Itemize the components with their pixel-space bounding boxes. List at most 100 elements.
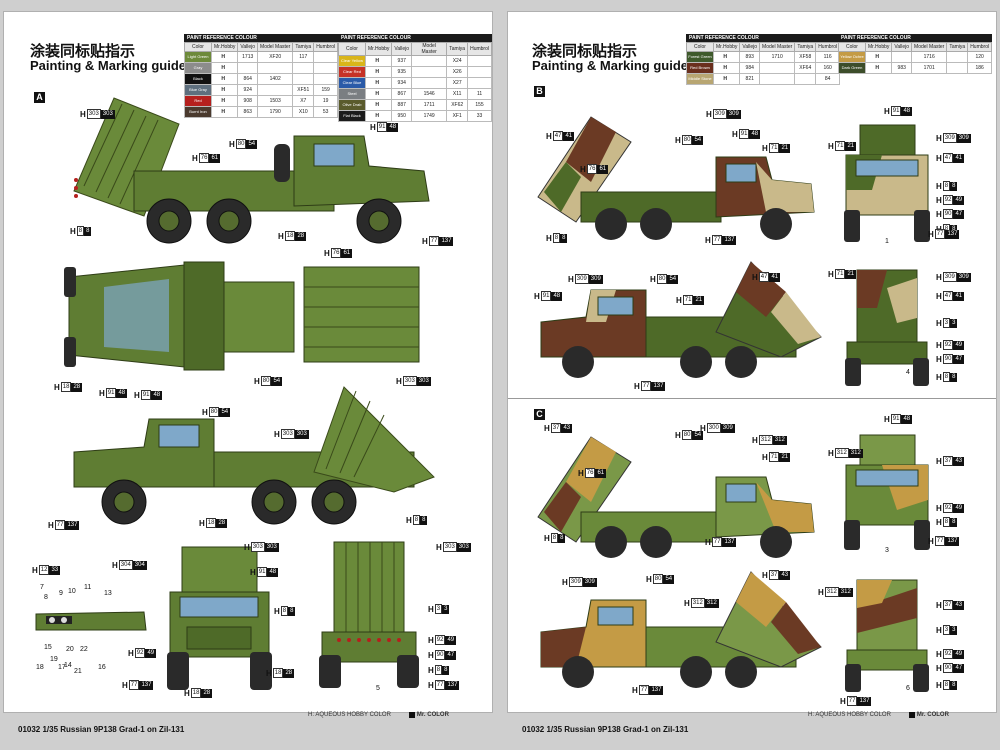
paint-cell-vallejo: 983: [891, 62, 913, 74]
paint-column-header: Tamiya: [446, 42, 469, 56]
paint-cell-tamiya: XF1: [446, 110, 469, 122]
paint-cell-master: XF20: [257, 51, 294, 63]
number-label: 1: [885, 238, 889, 245]
paint-cell-humbrol: 155: [467, 99, 492, 111]
paint-swatch-cell: Clear Yellow: [338, 55, 366, 67]
dash-number: 20: [66, 646, 74, 653]
number-label: 3: [885, 547, 889, 554]
paint-cell-mrhobby: H: [364, 77, 393, 89]
paint-column-header: Color: [838, 42, 866, 52]
mr-color-icon: [908, 712, 915, 718]
title-en: Painting & Marking guide: [532, 58, 689, 73]
paint-cell-mrhobby: H: [210, 73, 239, 85]
truck-rear-b: [845, 269, 929, 386]
paint-cell-humbrol: 53: [313, 106, 339, 118]
dash-number: 21: [74, 668, 82, 675]
paint-swatch: Flat Black: [339, 111, 365, 121]
paint-swatch: Red: [185, 96, 211, 106]
paint-cell-mrhobby: H: [364, 55, 393, 67]
paint-cell-humbrol: [467, 55, 492, 67]
truck-rear-c: [845, 579, 929, 692]
paint-cell-mrhobby: H: [364, 66, 393, 78]
dashboard-panel: [35, 611, 147, 631]
cab-window: [313, 143, 355, 167]
paint-column-header: Model Master: [411, 42, 448, 56]
paint-swatch-cell: Blue Gray: [184, 84, 212, 96]
legend-mr: Mr. COLOR: [408, 712, 449, 718]
paint-cell-vallejo: 1713: [237, 51, 259, 63]
paint-cell-humbrol: 159: [313, 84, 339, 96]
paint-swatch: Middle Stone: [687, 74, 713, 84]
paint-table-caption: PAINT REFERENCE COLOUR: [184, 34, 339, 42]
truck-side-c1: [537, 436, 815, 558]
paint-swatch-cell: Gray: [184, 62, 212, 74]
paint-swatch: Forest Green: [687, 52, 713, 62]
truck-rear-view-a: [319, 541, 419, 688]
paint-swatch: Clear Yellow: [339, 56, 365, 66]
paint-column-header: Humbrol: [313, 42, 339, 52]
paint-swatch: Black: [185, 74, 211, 84]
dash-number: 19: [50, 656, 58, 663]
paint-column-header: Model Master: [911, 42, 948, 52]
paint-cell-mrhobby: H: [712, 62, 741, 74]
truck-side-c2: [540, 571, 822, 688]
paint-cell-master: 1701: [911, 62, 948, 74]
paint-swatch: Dark Green: [839, 63, 865, 73]
paint-cell-tamiya: XF62: [446, 99, 469, 111]
paint-swatch: Red Brown: [687, 63, 713, 73]
legend-mr: Mr. COLOR: [908, 712, 949, 718]
dash-number: 10: [68, 588, 76, 595]
paint-cell-tamiya: X11: [446, 88, 469, 100]
paint-cell-humbrol: [313, 51, 339, 63]
paint-cell-humbrol: [313, 73, 339, 85]
paint-swatch-cell: Flat Black: [338, 110, 366, 122]
truck-top-view-a: [64, 261, 420, 371]
paint-column-header: Vallejo: [739, 42, 761, 52]
paint-swatch: Gray: [185, 63, 211, 73]
section-tag-a: A: [34, 92, 45, 103]
paint-cell-vallejo: 864: [237, 73, 259, 85]
paint-cell-mrhobby: H: [864, 51, 893, 63]
paint-column-header: Humbrol: [467, 42, 492, 56]
truck-side-b1: [537, 116, 815, 240]
paint-cell-mrhobby: H: [210, 106, 239, 118]
legend-right: H: AQUEOUS HOBBY COLOR Mr. COLOR: [808, 712, 949, 718]
